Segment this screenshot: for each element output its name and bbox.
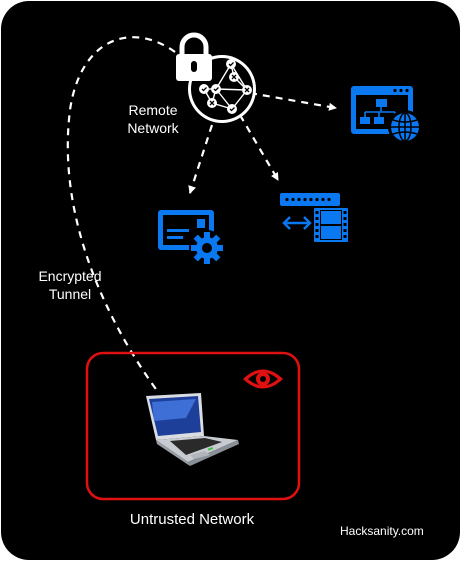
encrypted-tunnel-label: Encrypted Tunnel [22,267,118,303]
brand-label: Hacksanity.com [340,524,424,538]
padlock-icon [176,32,212,81]
web-sitemap-globe-icon [351,86,422,144]
encrypted-tunnel-label-line-1: Encrypted [38,268,102,284]
remote-network-label-line-1: Remote [128,102,178,118]
media-stream-icon [280,193,348,242]
encrypted-tunnel-path [66,36,176,393]
remote-network-label: Remote Network [113,101,193,137]
untrusted-network-boundary [85,351,301,501]
mail-gear-icon [158,210,225,266]
eye-surveillance-icon [243,369,283,389]
laptop-icon [146,393,239,466]
arrow-to-web-server [249,91,337,111]
remote-network-label-line-2: Network [127,120,179,136]
untrusted-network-label: Untrusted Network [129,511,255,528]
encrypted-tunnel-label-line-2: Tunnel [48,286,92,302]
